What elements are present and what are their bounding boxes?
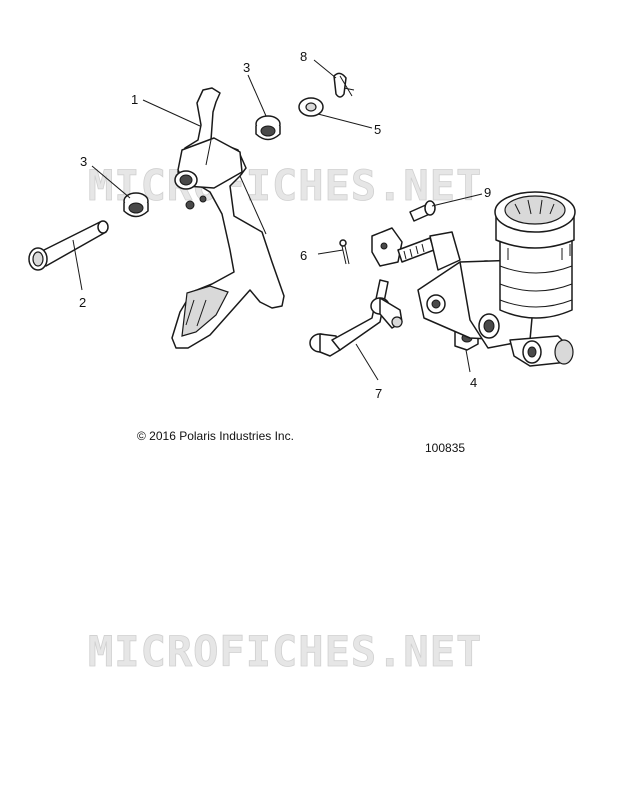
pushrod-linkage-part[interactable] <box>309 279 403 357</box>
bushing-part-left[interactable] <box>123 192 149 218</box>
leader-lines <box>72 59 483 381</box>
master-cylinder-part[interactable] <box>371 191 576 367</box>
callout-6: 6 <box>300 248 307 263</box>
callout-7: 7 <box>375 386 382 401</box>
washer-part[interactable] <box>298 97 324 117</box>
callout-3-top: 3 <box>243 60 250 75</box>
copyright-text: © 2016 Polaris Industries Inc. <box>137 429 294 443</box>
cotter-pin-part[interactable] <box>339 239 350 265</box>
watermark-top: MICROFICHES.NET <box>88 161 482 210</box>
hairpin-clip-part[interactable] <box>333 72 355 98</box>
watermark-bottom: MICROFICHES.NET <box>88 627 482 676</box>
bolt-part[interactable] <box>409 200 436 222</box>
callout-4: 4 <box>470 375 477 390</box>
callout-8: 8 <box>300 49 307 64</box>
brake-pedal-part[interactable] <box>171 87 285 349</box>
bushing-part-top[interactable] <box>255 115 281 141</box>
drawing-number: 100835 <box>425 441 466 455</box>
callout-5: 5 <box>374 122 381 137</box>
callout-9: 9 <box>484 185 491 200</box>
callout-2: 2 <box>79 295 86 310</box>
callout-3-left: 3 <box>80 154 87 169</box>
clevis-pin-part[interactable] <box>28 220 109 271</box>
callout-1: 1 <box>131 92 138 107</box>
